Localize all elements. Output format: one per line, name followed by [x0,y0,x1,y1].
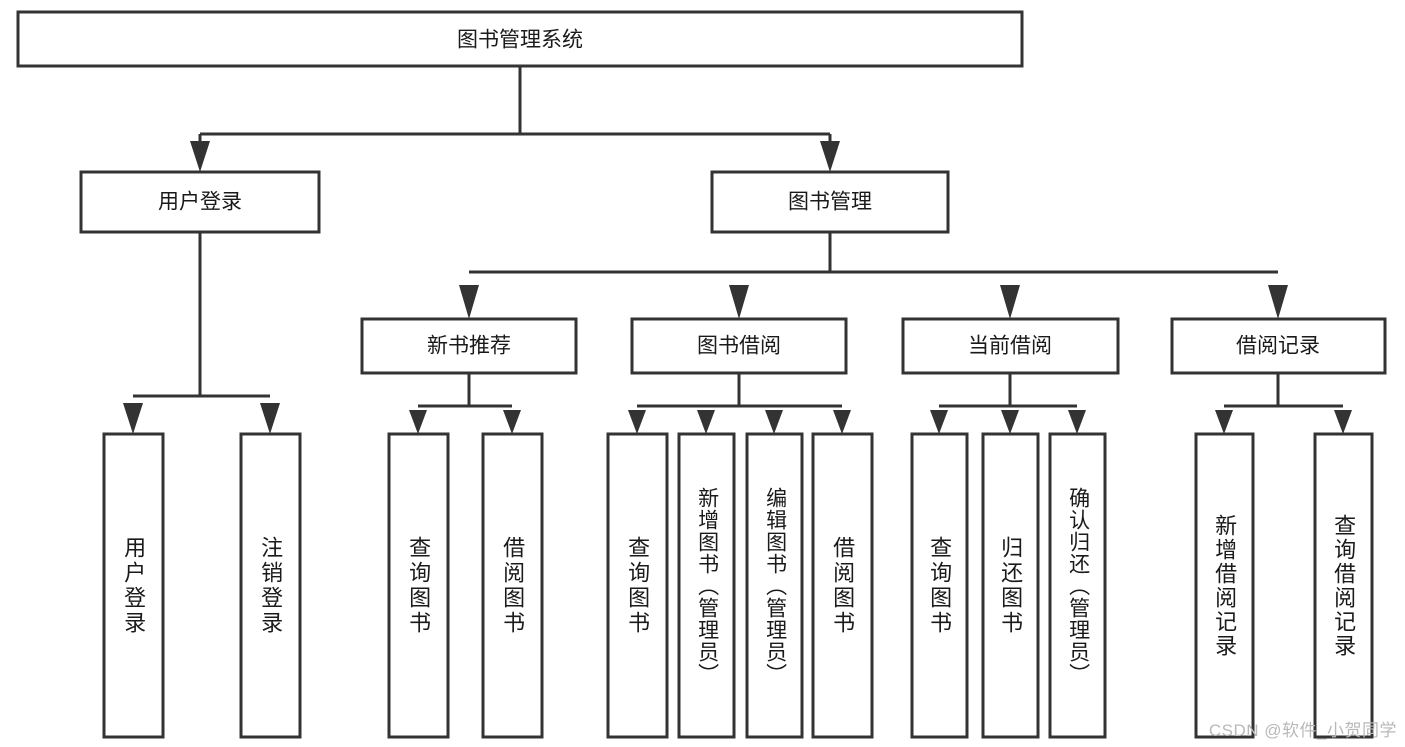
leaf-box-layer [102,432,1374,739]
node-new-book-recommend-box[interactable] [360,317,578,375]
arrow-new-book-to-borrow [503,410,521,434]
leaf-box-logout[interactable] [239,432,302,739]
leaf-box-confirm-return-admin[interactable] [1048,432,1107,739]
node-root-box[interactable] [16,10,1024,68]
arrow-records-to-add [1215,410,1233,434]
node-book-borrow-label: 图书借阅 [697,335,781,358]
arrow-current-to-confirm [1068,410,1086,434]
node-book-management-box[interactable] [710,170,950,234]
node-current-borrow[interactable]: 当前借阅 [901,317,1120,375]
arrow-borrow-to-add [697,410,715,434]
node-book-borrow-box[interactable] [630,317,848,375]
node-user-login[interactable]: 用户登录 [79,170,321,234]
leaf-box-query-book-3[interactable] [910,432,969,739]
node-borrow-records-box[interactable] [1170,317,1387,375]
arrow-borrow-to-query [628,410,646,434]
leaf-box-return-book[interactable] [981,432,1040,739]
leaf-box-add-borrow-record[interactable] [1194,432,1255,739]
node-root-label: 图书管理系统 [457,29,583,52]
leaf-box-user-login[interactable] [102,432,165,739]
node-book-management-label: 图书管理 [788,191,872,214]
node-book-borrow[interactable]: 图书借阅 [630,317,848,375]
node-current-borrow-label: 当前借阅 [968,335,1052,358]
arrow-book-mgmt-to-new-book [459,285,479,319]
node-new-book-recommend-label: 新书推荐 [427,335,511,358]
node-new-book-recommend[interactable]: 新书推荐 [360,317,578,375]
arrow-root-to-user-login [190,141,210,172]
leaf-box-borrow-book-1[interactable] [481,432,544,739]
node-user-login-label: 用户登录 [158,191,242,214]
arrow-book-mgmt-to-current [1000,285,1020,319]
arrow-new-book-to-query [409,410,427,434]
csdn-watermark: CSDN @软件_小贺同学 [1208,721,1397,740]
leaf-box-borrow-book-2[interactable] [811,432,874,739]
leaf-box-query-borrow-record[interactable] [1313,432,1374,739]
node-user-login-box[interactable] [79,170,321,234]
arrow-current-to-return [1001,410,1019,434]
arrow-user-login-to-leaf-2 [260,403,280,434]
node-root[interactable]: 图书管理系统 [16,10,1024,68]
node-borrow-records-label: 借阅记录 [1236,335,1320,358]
arrow-root-to-book-mgmt [820,141,840,172]
arrow-user-login-to-leaf-1 [123,403,143,434]
node-book-management[interactable]: 图书管理 [710,170,950,234]
connector-layer [123,66,1352,434]
arrow-book-mgmt-to-records [1268,285,1288,319]
node-borrow-records[interactable]: 借阅记录 [1170,317,1387,375]
leaf-box-edit-book-admin[interactable] [745,432,804,739]
node-current-borrow-box[interactable] [901,317,1120,375]
arrow-book-mgmt-to-borrow [729,285,749,319]
arrow-current-to-query [930,410,948,434]
leaf-box-add-book-admin[interactable] [677,432,736,739]
leaf-box-query-book-1[interactable] [387,432,450,739]
arrow-borrow-to-lend [833,410,851,434]
arrow-borrow-to-edit [765,410,783,434]
leaf-box-query-book-2[interactable] [606,432,669,739]
arrow-records-to-query [1334,410,1352,434]
